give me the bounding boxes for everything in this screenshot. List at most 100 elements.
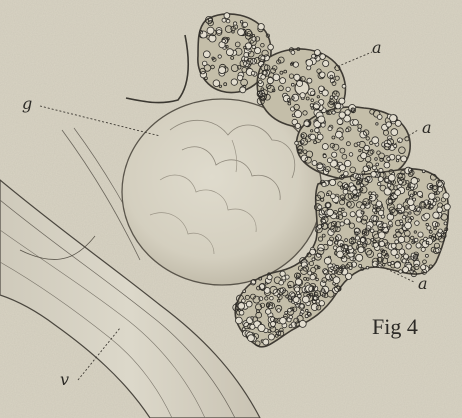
granule — [328, 127, 332, 131]
granule — [270, 296, 274, 300]
granule — [289, 325, 292, 328]
granule — [301, 262, 307, 268]
granule — [292, 114, 295, 117]
granule — [354, 196, 356, 198]
granule — [285, 311, 288, 314]
granule — [327, 209, 334, 216]
granule — [203, 51, 210, 58]
granule — [398, 236, 404, 242]
granule — [421, 265, 426, 270]
granule — [413, 198, 416, 201]
granule — [271, 322, 276, 327]
granule — [267, 78, 273, 84]
granule — [250, 324, 255, 329]
granule — [277, 295, 280, 298]
granule — [366, 266, 369, 269]
granule — [282, 276, 286, 280]
granule — [378, 232, 385, 239]
granule — [251, 317, 253, 319]
granule — [377, 115, 382, 120]
granule — [378, 182, 381, 185]
granule — [337, 119, 343, 125]
granule — [327, 158, 332, 163]
granule — [344, 219, 349, 224]
granule — [218, 55, 221, 58]
granule — [406, 244, 411, 249]
granule — [399, 270, 403, 274]
granule — [273, 74, 280, 81]
granule — [340, 222, 344, 226]
granule — [300, 313, 303, 316]
granule — [416, 243, 421, 248]
granule — [292, 94, 299, 101]
granule — [361, 153, 367, 159]
granule — [242, 299, 246, 303]
granule — [422, 170, 425, 173]
granule — [391, 243, 396, 248]
granule — [384, 188, 391, 195]
granule — [426, 223, 429, 226]
granule — [323, 155, 326, 158]
granule — [326, 203, 330, 207]
granule — [302, 135, 305, 138]
granule — [443, 193, 449, 199]
granule — [291, 51, 295, 55]
granule — [365, 179, 368, 182]
granule — [263, 339, 269, 345]
granule — [238, 29, 245, 36]
granule — [330, 96, 333, 99]
granule — [239, 311, 244, 316]
granule — [327, 193, 329, 195]
granule — [335, 241, 338, 244]
granule — [295, 279, 301, 285]
granule — [266, 309, 271, 314]
granule — [398, 138, 403, 143]
granule — [411, 178, 418, 185]
granule — [345, 239, 348, 242]
granule — [391, 261, 394, 264]
granule — [344, 171, 349, 176]
granule — [376, 163, 379, 166]
granule — [243, 22, 248, 27]
granule — [335, 103, 341, 109]
granule — [200, 72, 206, 78]
granule — [336, 131, 343, 138]
granule — [349, 267, 352, 270]
granule — [324, 257, 331, 264]
granule — [387, 184, 391, 188]
granule — [417, 191, 422, 196]
granule — [378, 177, 383, 182]
granule — [310, 275, 315, 280]
granule — [294, 110, 301, 117]
granule — [355, 236, 359, 240]
gland-body — [122, 99, 322, 285]
figure-caption: Fig 4 — [372, 316, 418, 338]
granule — [333, 277, 340, 284]
granule — [224, 13, 230, 19]
granule — [396, 155, 400, 159]
granule — [295, 123, 300, 128]
granule — [320, 54, 326, 60]
granule — [346, 129, 349, 132]
label-a-bottom: a — [418, 276, 428, 292]
granule — [319, 86, 324, 91]
granule — [240, 21, 243, 24]
granule — [394, 144, 397, 147]
granule — [308, 271, 312, 275]
granule — [371, 239, 374, 242]
granule — [395, 240, 399, 244]
granule — [307, 78, 312, 83]
granule — [268, 334, 274, 340]
granule — [338, 169, 341, 172]
granule — [312, 54, 316, 58]
granule — [427, 226, 431, 230]
granule — [385, 178, 389, 182]
granule — [318, 205, 322, 209]
granule — [345, 160, 351, 166]
granule — [320, 281, 326, 287]
label-v: v — [60, 372, 69, 388]
granule — [277, 309, 281, 313]
granule — [388, 200, 392, 204]
granule — [395, 255, 399, 259]
